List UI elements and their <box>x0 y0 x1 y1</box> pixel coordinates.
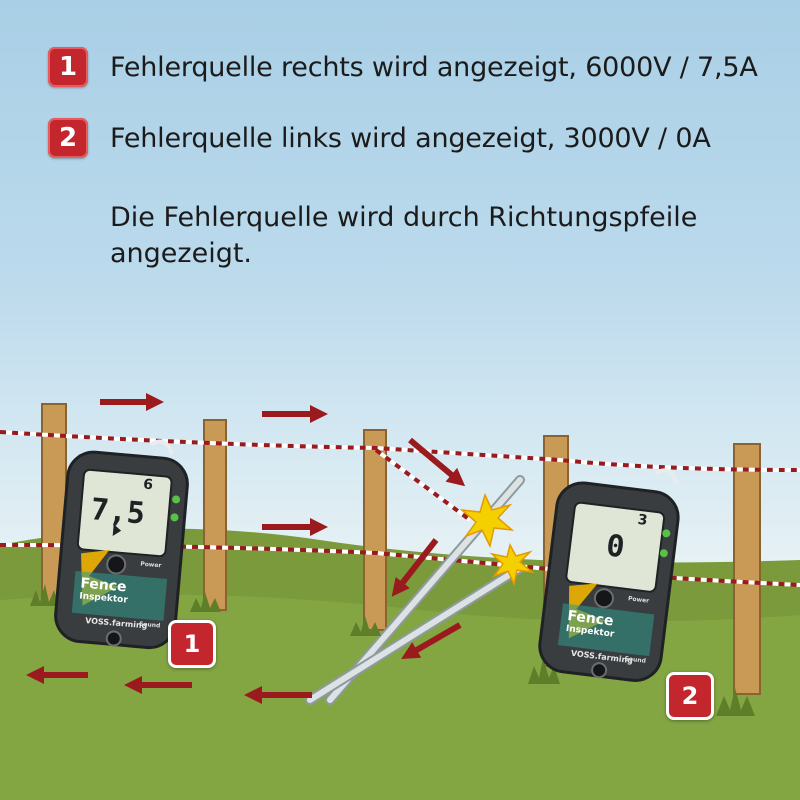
number-badge: 2 <box>48 118 88 158</box>
legend-text: Fehlerquelle rechts wird angezeigt, 6000… <box>110 51 758 83</box>
device-right-badge: 2 <box>666 672 714 720</box>
legend-item-1: 1 Fehlerquelle rechts wird angezeigt, 60… <box>48 47 758 87</box>
fence-inspector-device-left <box>54 439 189 650</box>
device-left-badge: 1 <box>168 620 216 668</box>
power-label: Power <box>627 595 650 605</box>
power-label: Power <box>140 560 162 570</box>
lcd-main-value: 0 <box>604 528 627 566</box>
device-left-labels: 7,5 6 Power Fence Inspektor VOSS.farming… <box>53 450 189 650</box>
number-badge: 1 <box>48 47 88 87</box>
fence-post <box>733 443 761 695</box>
arrow-right-icon <box>100 393 164 411</box>
device-right-labels: 0 3 Power Fence Inspektor VOSS.farming S… <box>537 480 681 683</box>
lcd-top-value: 6 <box>142 476 154 494</box>
arrow-down-left-icon <box>401 622 462 659</box>
legend-item-2: 2 Fehlerquelle links wird angezeigt, 300… <box>48 118 711 158</box>
legend-text: Fehlerquelle links wird angezeigt, 3000V… <box>110 122 711 154</box>
lcd-top-value: 3 <box>636 511 649 529</box>
arrow-down-right-icon <box>408 437 466 487</box>
arrow-left-icon <box>26 666 88 684</box>
fence-post <box>203 419 227 611</box>
arrow-right-icon <box>262 518 328 536</box>
grass-tufts <box>30 584 755 716</box>
fence-inspector-device-right <box>538 468 680 682</box>
fence-post <box>363 429 387 631</box>
lcd-main-value: 7,5 <box>89 492 147 532</box>
explanation-note: Die Fehlerquelle wird durch Richtungspfe… <box>110 202 698 269</box>
arrow-left-icon <box>124 676 192 694</box>
arrow-right-icon <box>262 405 328 423</box>
spark-icon <box>459 492 535 587</box>
arrow-left-icon <box>244 686 312 704</box>
direction-arrows <box>26 393 466 704</box>
arrow-down-left-icon <box>391 538 439 597</box>
